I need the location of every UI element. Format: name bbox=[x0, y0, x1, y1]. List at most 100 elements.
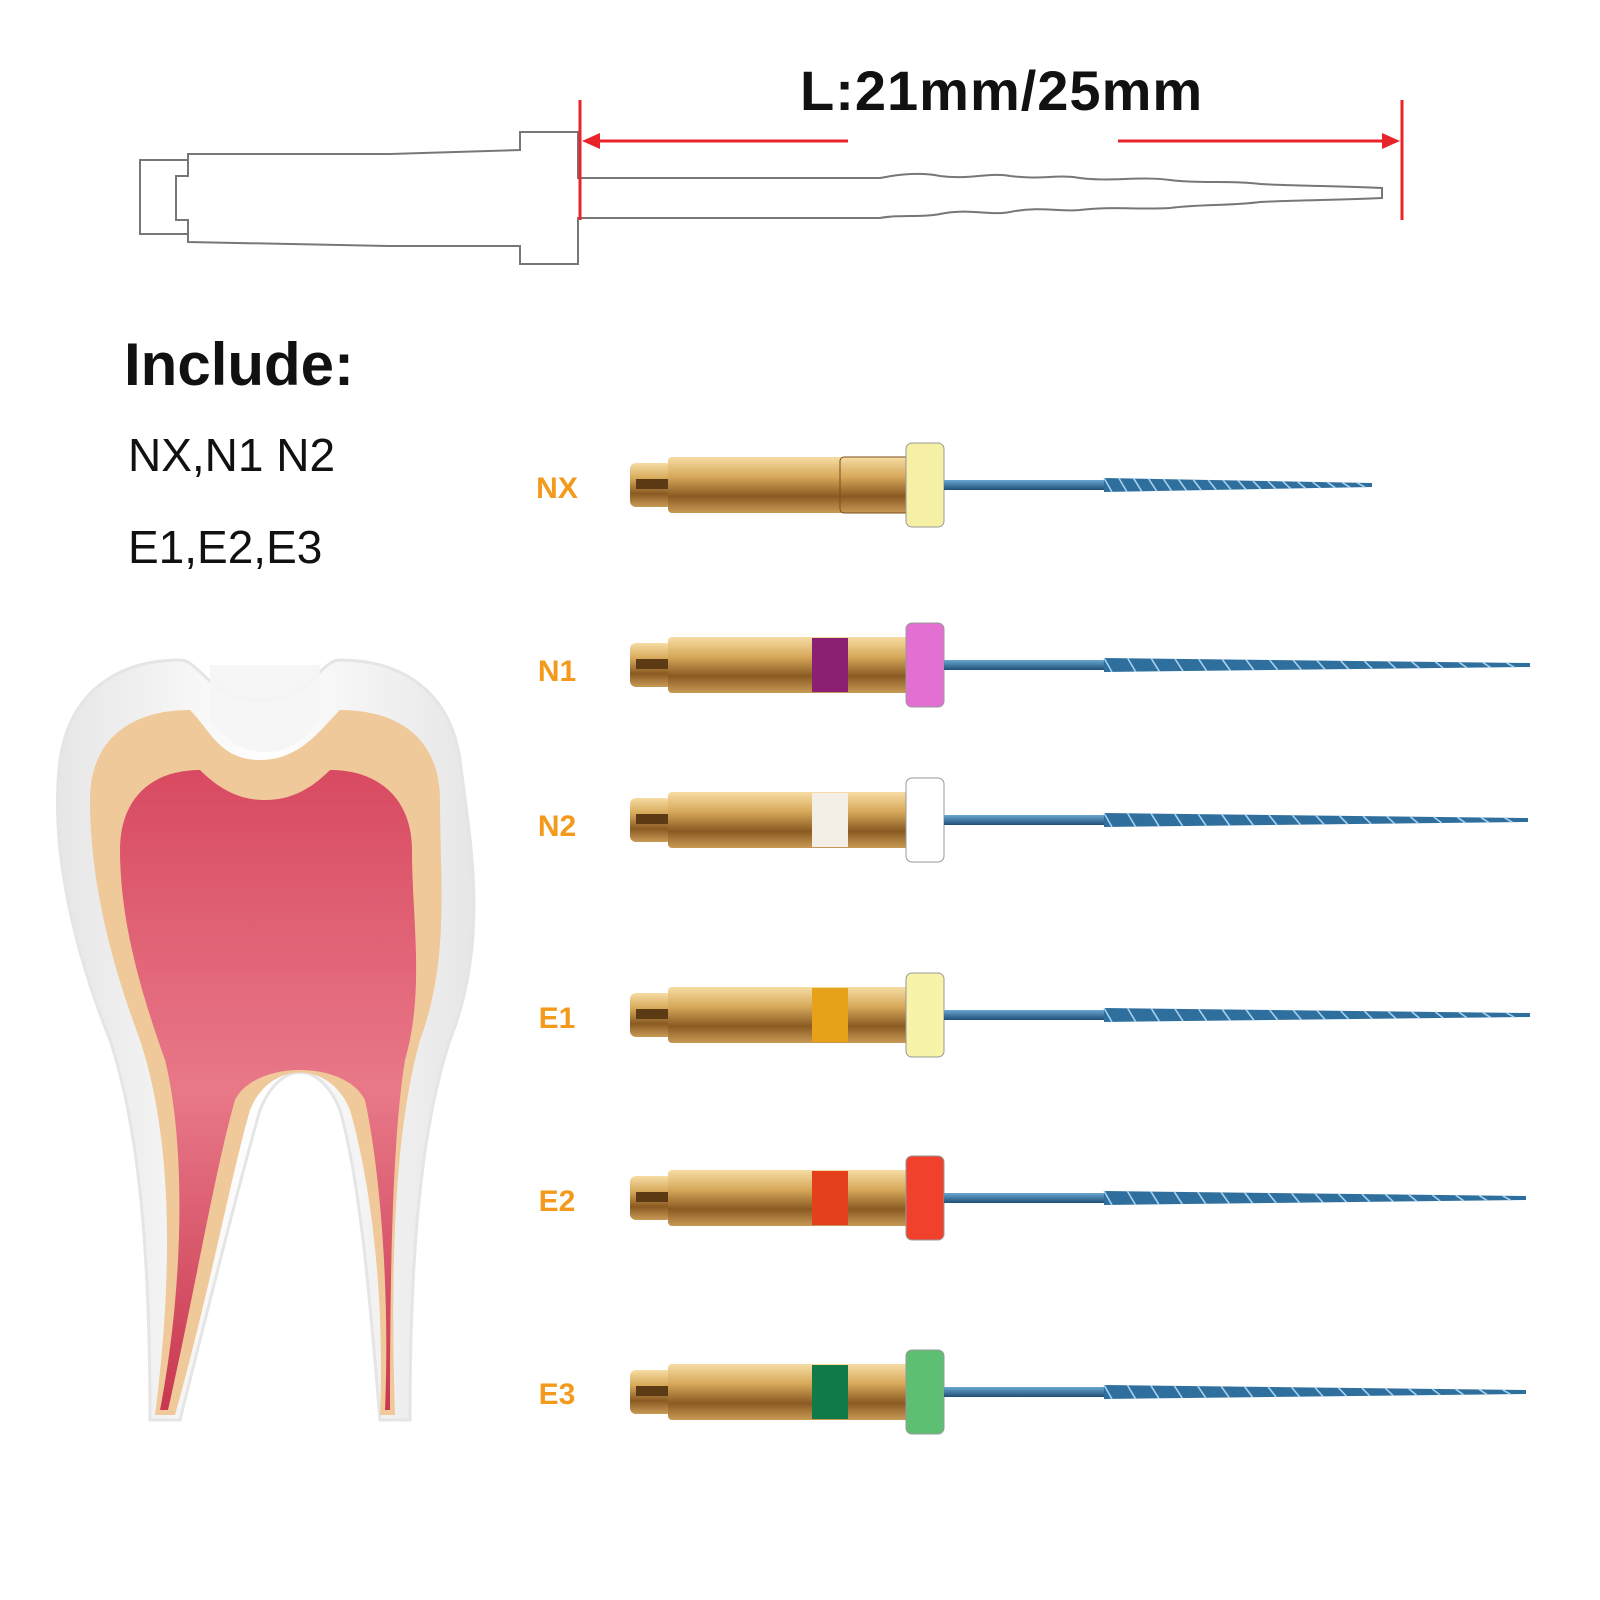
file-nx-rubber-stop bbox=[905, 442, 945, 528]
dimension-arrow-left-head bbox=[582, 133, 600, 149]
file-nx-flute-mark bbox=[1311, 481, 1321, 489]
file-e1-flute-mark bbox=[1292, 1009, 1302, 1021]
file-nx-flute-mark bbox=[1222, 479, 1232, 491]
file-e3-flutes bbox=[1104, 1385, 1526, 1399]
file-e3-flute-mark bbox=[1431, 1388, 1441, 1396]
file-n2-flute-mark bbox=[1291, 814, 1302, 826]
file-nx-neck bbox=[944, 480, 1104, 490]
file-e3-flute-mark bbox=[1361, 1387, 1371, 1397]
file-n1-flute-mark bbox=[1174, 658, 1184, 672]
file-n1-flute-mark bbox=[1411, 661, 1421, 669]
file-e1-latch-notch bbox=[636, 1009, 676, 1019]
file-e1-flute-mark bbox=[1340, 1010, 1350, 1020]
file-e3-flute-mark bbox=[1126, 1384, 1137, 1400]
file-n2-neck bbox=[944, 815, 1104, 825]
file-n2-rubber-stop bbox=[905, 777, 945, 863]
file-n2-latch-notch bbox=[636, 814, 676, 824]
file-e3-flute-mark bbox=[1103, 1384, 1113, 1400]
file-e2-flute-mark bbox=[1384, 1193, 1394, 1203]
file-n2-flute-mark bbox=[1173, 813, 1184, 827]
file-n2-flute-mark bbox=[1338, 815, 1349, 825]
file-e1-flute-mark bbox=[1363, 1010, 1373, 1020]
file-n1-flute-mark bbox=[1316, 659, 1326, 671]
file-label-n1: N1 bbox=[537, 655, 577, 688]
file-n2-flute-mark bbox=[1362, 815, 1372, 825]
file-e1-flute-mark bbox=[1245, 1009, 1255, 1021]
file-e1-shank bbox=[668, 987, 910, 1043]
file-e1-flute-mark bbox=[1103, 1007, 1113, 1023]
dimension-arrow-right-head bbox=[1382, 133, 1400, 149]
file-e3-flute-mark bbox=[1267, 1386, 1277, 1398]
file-nx-flute-mark bbox=[1207, 479, 1217, 491]
file-n2-flute-mark bbox=[1504, 817, 1513, 823]
file-e3-flute-mark bbox=[1173, 1385, 1184, 1399]
file-e2-flute-mark bbox=[1502, 1195, 1511, 1201]
file-e1-flute-mark bbox=[1198, 1008, 1208, 1022]
file-e3-flute-mark bbox=[1197, 1385, 1207, 1399]
file-e2-flute-mark bbox=[1408, 1194, 1418, 1202]
file-e3-rubber-stop bbox=[905, 1349, 945, 1435]
file-n1-flute-mark bbox=[1126, 657, 1137, 673]
file-e1-color-band bbox=[812, 988, 848, 1042]
file-e1-flute-mark bbox=[1126, 1007, 1137, 1023]
file-e2-flute-mark bbox=[1197, 1191, 1207, 1205]
file-nx-flute-mark bbox=[1282, 480, 1292, 490]
file-e3-flute-mark bbox=[1384, 1387, 1394, 1397]
file-e2-neck bbox=[944, 1193, 1104, 1203]
file-e2-shank bbox=[668, 1170, 910, 1226]
file-nx-flute-mark bbox=[1147, 478, 1158, 492]
file-n1-color-band bbox=[812, 638, 848, 692]
file-n1-latch-notch bbox=[636, 659, 676, 669]
file-nx-flute-mark bbox=[1133, 478, 1143, 492]
file-n2-flutes bbox=[1104, 813, 1528, 827]
file-e2-latch-notch bbox=[636, 1192, 676, 1202]
include-list-line: E1,E2,E3 bbox=[128, 521, 323, 573]
file-n2-flute-mark bbox=[1456, 816, 1466, 824]
file-e2-flutes bbox=[1104, 1191, 1526, 1205]
file-e2-flute-mark bbox=[1337, 1193, 1348, 1203]
file-n1-flute-mark bbox=[1387, 660, 1397, 670]
file-e2-flute-mark bbox=[1150, 1191, 1160, 1205]
file-e2-color-band bbox=[812, 1171, 848, 1225]
file-nx-flute-mark bbox=[1326, 481, 1336, 489]
file-label-n2: N2 bbox=[537, 810, 577, 843]
file-nx-flute-mark bbox=[1341, 481, 1351, 489]
file-n2-flute-mark bbox=[1244, 814, 1254, 826]
file-e2-flute-mark bbox=[1173, 1191, 1184, 1205]
file-n2-color-band bbox=[812, 793, 848, 847]
file-e2-flute-mark bbox=[1314, 1192, 1324, 1204]
file-e1-flute-mark bbox=[1269, 1009, 1279, 1021]
file-e1-flute-mark bbox=[1221, 1008, 1231, 1022]
file-e3-neck bbox=[944, 1387, 1104, 1397]
file-nx-flute-mark bbox=[1237, 479, 1247, 491]
file-e1-flute-mark bbox=[1482, 1011, 1492, 1019]
file-e3-flute-mark bbox=[1478, 1388, 1488, 1396]
file-n1-flute-mark bbox=[1482, 661, 1492, 669]
file-n1-flute-mark bbox=[1340, 660, 1350, 670]
file-label-nx: NX bbox=[536, 472, 578, 505]
file-e1-flute-mark bbox=[1150, 1008, 1161, 1022]
file-n2-flute-mark bbox=[1197, 813, 1207, 827]
file-n1-shank bbox=[668, 637, 910, 693]
file-n1-flute-mark bbox=[1103, 657, 1113, 673]
file-label-e2: E2 bbox=[538, 1185, 576, 1218]
file-nx-flute-mark bbox=[1252, 480, 1262, 490]
file-e3-flute-mark bbox=[1150, 1385, 1160, 1399]
file-nx-flute-mark bbox=[1177, 478, 1188, 492]
file-e1-flute-mark bbox=[1316, 1009, 1326, 1021]
file-nx-shank-collar bbox=[839, 456, 911, 514]
file-nx-flute-mark bbox=[1118, 477, 1128, 493]
file-e1-rubber-stop bbox=[905, 972, 945, 1058]
file-nx-flute-mark bbox=[1103, 477, 1113, 493]
file-e2-flute-mark bbox=[1431, 1194, 1441, 1202]
file-n2-flute-mark bbox=[1386, 815, 1396, 825]
length-label: L:21mm/25mm bbox=[800, 59, 1204, 122]
file-e1-flute-mark bbox=[1411, 1011, 1421, 1019]
file-n2-flute-mark bbox=[1221, 813, 1231, 827]
file-e1-neck bbox=[944, 1010, 1104, 1020]
file-dimension-diagram bbox=[139, 100, 1404, 265]
file-e2-flute-mark bbox=[1290, 1192, 1301, 1204]
file-n1-flute-mark bbox=[1458, 661, 1468, 669]
file-n2-flute-mark bbox=[1433, 816, 1443, 824]
file-e1-flutes bbox=[1104, 1008, 1530, 1022]
